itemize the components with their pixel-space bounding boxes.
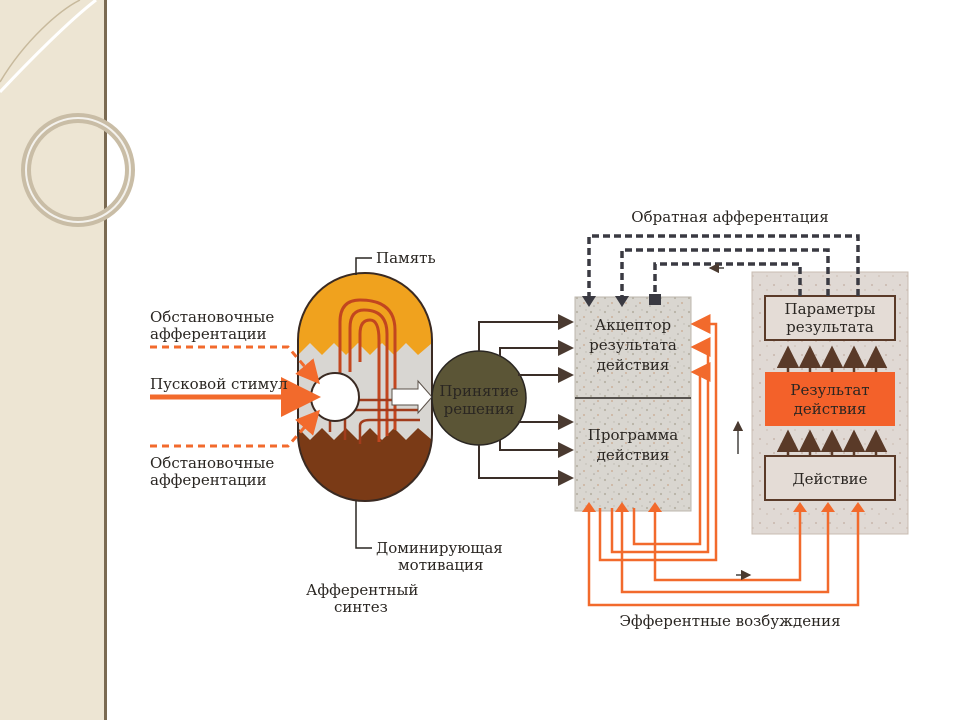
label-acceptor-1: Акцептор xyxy=(595,316,671,334)
label-afferent-synthesis-1: Афферентный xyxy=(306,581,418,599)
label-memory: Память xyxy=(376,249,436,267)
label-decision-1: Принятие xyxy=(439,382,518,400)
label-acceptor-2: результата xyxy=(589,336,677,354)
result-block xyxy=(751,271,909,535)
acceptor-program-block xyxy=(574,296,692,512)
label-situational-bottom-1: Обстановочные xyxy=(150,454,274,472)
label-params-2: результата xyxy=(786,318,874,336)
situational-input-top xyxy=(150,345,320,385)
label-acceptor-3: действия xyxy=(597,356,670,374)
decision-outputs xyxy=(478,314,574,486)
memory-leader xyxy=(355,257,372,275)
motivation-leader xyxy=(355,501,372,549)
label-decision-2: решения xyxy=(444,400,515,418)
efferent-arrowheads xyxy=(582,502,865,512)
label-situational-bottom-2: афферентации xyxy=(150,471,267,489)
label-feedback: Обратная афферентация xyxy=(631,208,828,226)
label-result-2: действия xyxy=(794,400,867,418)
efferent-loops xyxy=(587,314,860,607)
feedback-loop xyxy=(587,234,860,300)
label-situational-top-2: афферентации xyxy=(150,325,267,343)
label-motivation-1: Доминирующая xyxy=(376,539,503,557)
feedback-arrowheads xyxy=(582,294,661,307)
label-program-2: действия xyxy=(597,446,670,464)
label-motivation-2: мотивация xyxy=(398,556,484,574)
situational-input-bottom xyxy=(150,409,320,448)
label-afferent-synthesis-2: синтез xyxy=(334,598,388,616)
label-efferent: Эфферентные возбуждения xyxy=(619,612,840,630)
label-trigger: Пусковой стимул xyxy=(150,375,288,393)
label-result-1: Результат xyxy=(790,381,869,399)
label-action: Действие xyxy=(792,470,867,488)
label-params-1: Параметры xyxy=(785,300,876,318)
sidebar-decoration xyxy=(0,0,135,720)
afferent-synthesis-capsule xyxy=(297,272,433,502)
label-program-1: Программа xyxy=(588,426,678,444)
label-situational-top-1: Обстановочные xyxy=(150,308,274,326)
